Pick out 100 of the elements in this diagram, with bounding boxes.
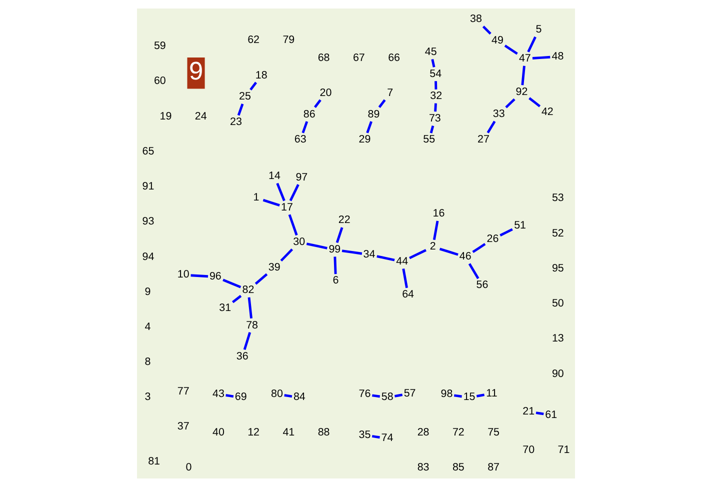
- node-text: 70: [522, 444, 535, 456]
- node-text: 39: [268, 261, 280, 274]
- connector: [532, 56, 550, 60]
- connector: [372, 394, 380, 398]
- connector: [394, 394, 403, 398]
- node-text: 95: [552, 262, 564, 274]
- node-text: 50: [552, 298, 564, 310]
- node-text: 67: [352, 52, 365, 64]
- node-text: 88: [318, 426, 330, 438]
- connector: [504, 44, 518, 55]
- node-text: 60: [154, 75, 166, 88]
- connector: [306, 242, 328, 250]
- node-text: 33: [492, 108, 505, 120]
- connector: [336, 227, 344, 244]
- node-text: 13: [552, 332, 564, 345]
- node-text: 37: [177, 420, 190, 433]
- connector: [434, 81, 438, 90]
- node-text: 38: [470, 12, 482, 25]
- node-text: 73: [428, 112, 441, 124]
- node-text: 15: [463, 391, 476, 404]
- connector: [527, 36, 536, 52]
- node-text: 78: [246, 319, 258, 332]
- connector: [222, 278, 242, 288]
- node-text: 12: [248, 426, 260, 438]
- node-text: 24: [194, 110, 207, 122]
- connector: [521, 66, 526, 86]
- node-text: 2: [430, 240, 436, 253]
- connector: [468, 263, 480, 280]
- node-text: 34: [363, 248, 376, 260]
- node-text: 44: [396, 255, 408, 268]
- node-text: 63: [294, 134, 306, 146]
- node-text: 84: [293, 391, 306, 404]
- connector: [482, 26, 492, 35]
- node-text: 81: [148, 456, 160, 468]
- connector: [454, 394, 462, 398]
- node-text: 53: [552, 192, 564, 204]
- node-text: 74: [381, 432, 394, 444]
- label: 9: [188, 57, 204, 86]
- connector: [280, 248, 294, 262]
- connector: [472, 243, 486, 254]
- node-text: 7: [387, 86, 394, 99]
- node-text: 76: [358, 388, 371, 400]
- node-text: 80: [271, 388, 283, 400]
- connector: [500, 228, 513, 236]
- node-text: 0: [186, 461, 192, 474]
- node-text: 96: [209, 270, 222, 283]
- node-text: 56: [476, 279, 488, 292]
- node-text: 14: [268, 170, 280, 182]
- node-text: 8: [144, 356, 151, 368]
- connector: [372, 435, 380, 439]
- node-text: 4: [144, 321, 151, 334]
- node-text: 91: [142, 180, 154, 193]
- node-text: 35: [358, 428, 371, 441]
- node-text: 20: [320, 86, 332, 99]
- node-text: 41: [282, 426, 295, 438]
- connector: [378, 99, 386, 108]
- node-text: 87: [488, 461, 500, 474]
- connector: [226, 394, 234, 398]
- connector: [243, 332, 252, 350]
- node-text: 28: [417, 426, 430, 438]
- node-text: 94: [142, 250, 154, 263]
- connector: [486, 120, 496, 134]
- connector: [284, 394, 292, 398]
- node-text: 71: [558, 444, 570, 456]
- node-text: 51: [514, 219, 526, 232]
- node-text: 92: [516, 86, 528, 98]
- node-text: 21: [522, 405, 535, 418]
- node-text: 42: [541, 106, 554, 118]
- node-text: 49: [492, 34, 504, 46]
- node-text: 69: [234, 391, 247, 404]
- node-text: 10: [177, 268, 190, 281]
- node-text: 5: [536, 24, 542, 36]
- node-text: 77: [177, 385, 190, 398]
- node-text: 36: [236, 350, 248, 362]
- connector: [334, 256, 337, 274]
- node-text: 25: [239, 90, 251, 103]
- connector: [402, 268, 408, 288]
- connector: [536, 412, 544, 416]
- node-text: 65: [142, 145, 154, 158]
- node-text: 57: [404, 387, 416, 400]
- node-text: 23: [230, 116, 242, 128]
- node-text: 75: [488, 426, 500, 438]
- node-text: 83: [417, 461, 430, 474]
- node-text: 66: [388, 52, 400, 64]
- node-text: 11: [486, 387, 498, 400]
- node-text: 40: [212, 426, 224, 438]
- node-text: 89: [368, 108, 380, 120]
- connector: [250, 82, 258, 90]
- node-text: 32: [430, 90, 442, 102]
- node-text: 47: [518, 52, 531, 65]
- node-text: 58: [381, 391, 394, 404]
- node-text: 90: [552, 368, 564, 380]
- node-text: 3: [144, 391, 151, 404]
- node-text: 16: [432, 208, 445, 220]
- node-text: 55: [423, 134, 436, 146]
- node-text: 19: [160, 110, 172, 122]
- node-text: 86: [303, 108, 316, 120]
- connector: [434, 103, 437, 112]
- node-text: 61: [545, 408, 558, 421]
- node-text: 52: [552, 227, 564, 240]
